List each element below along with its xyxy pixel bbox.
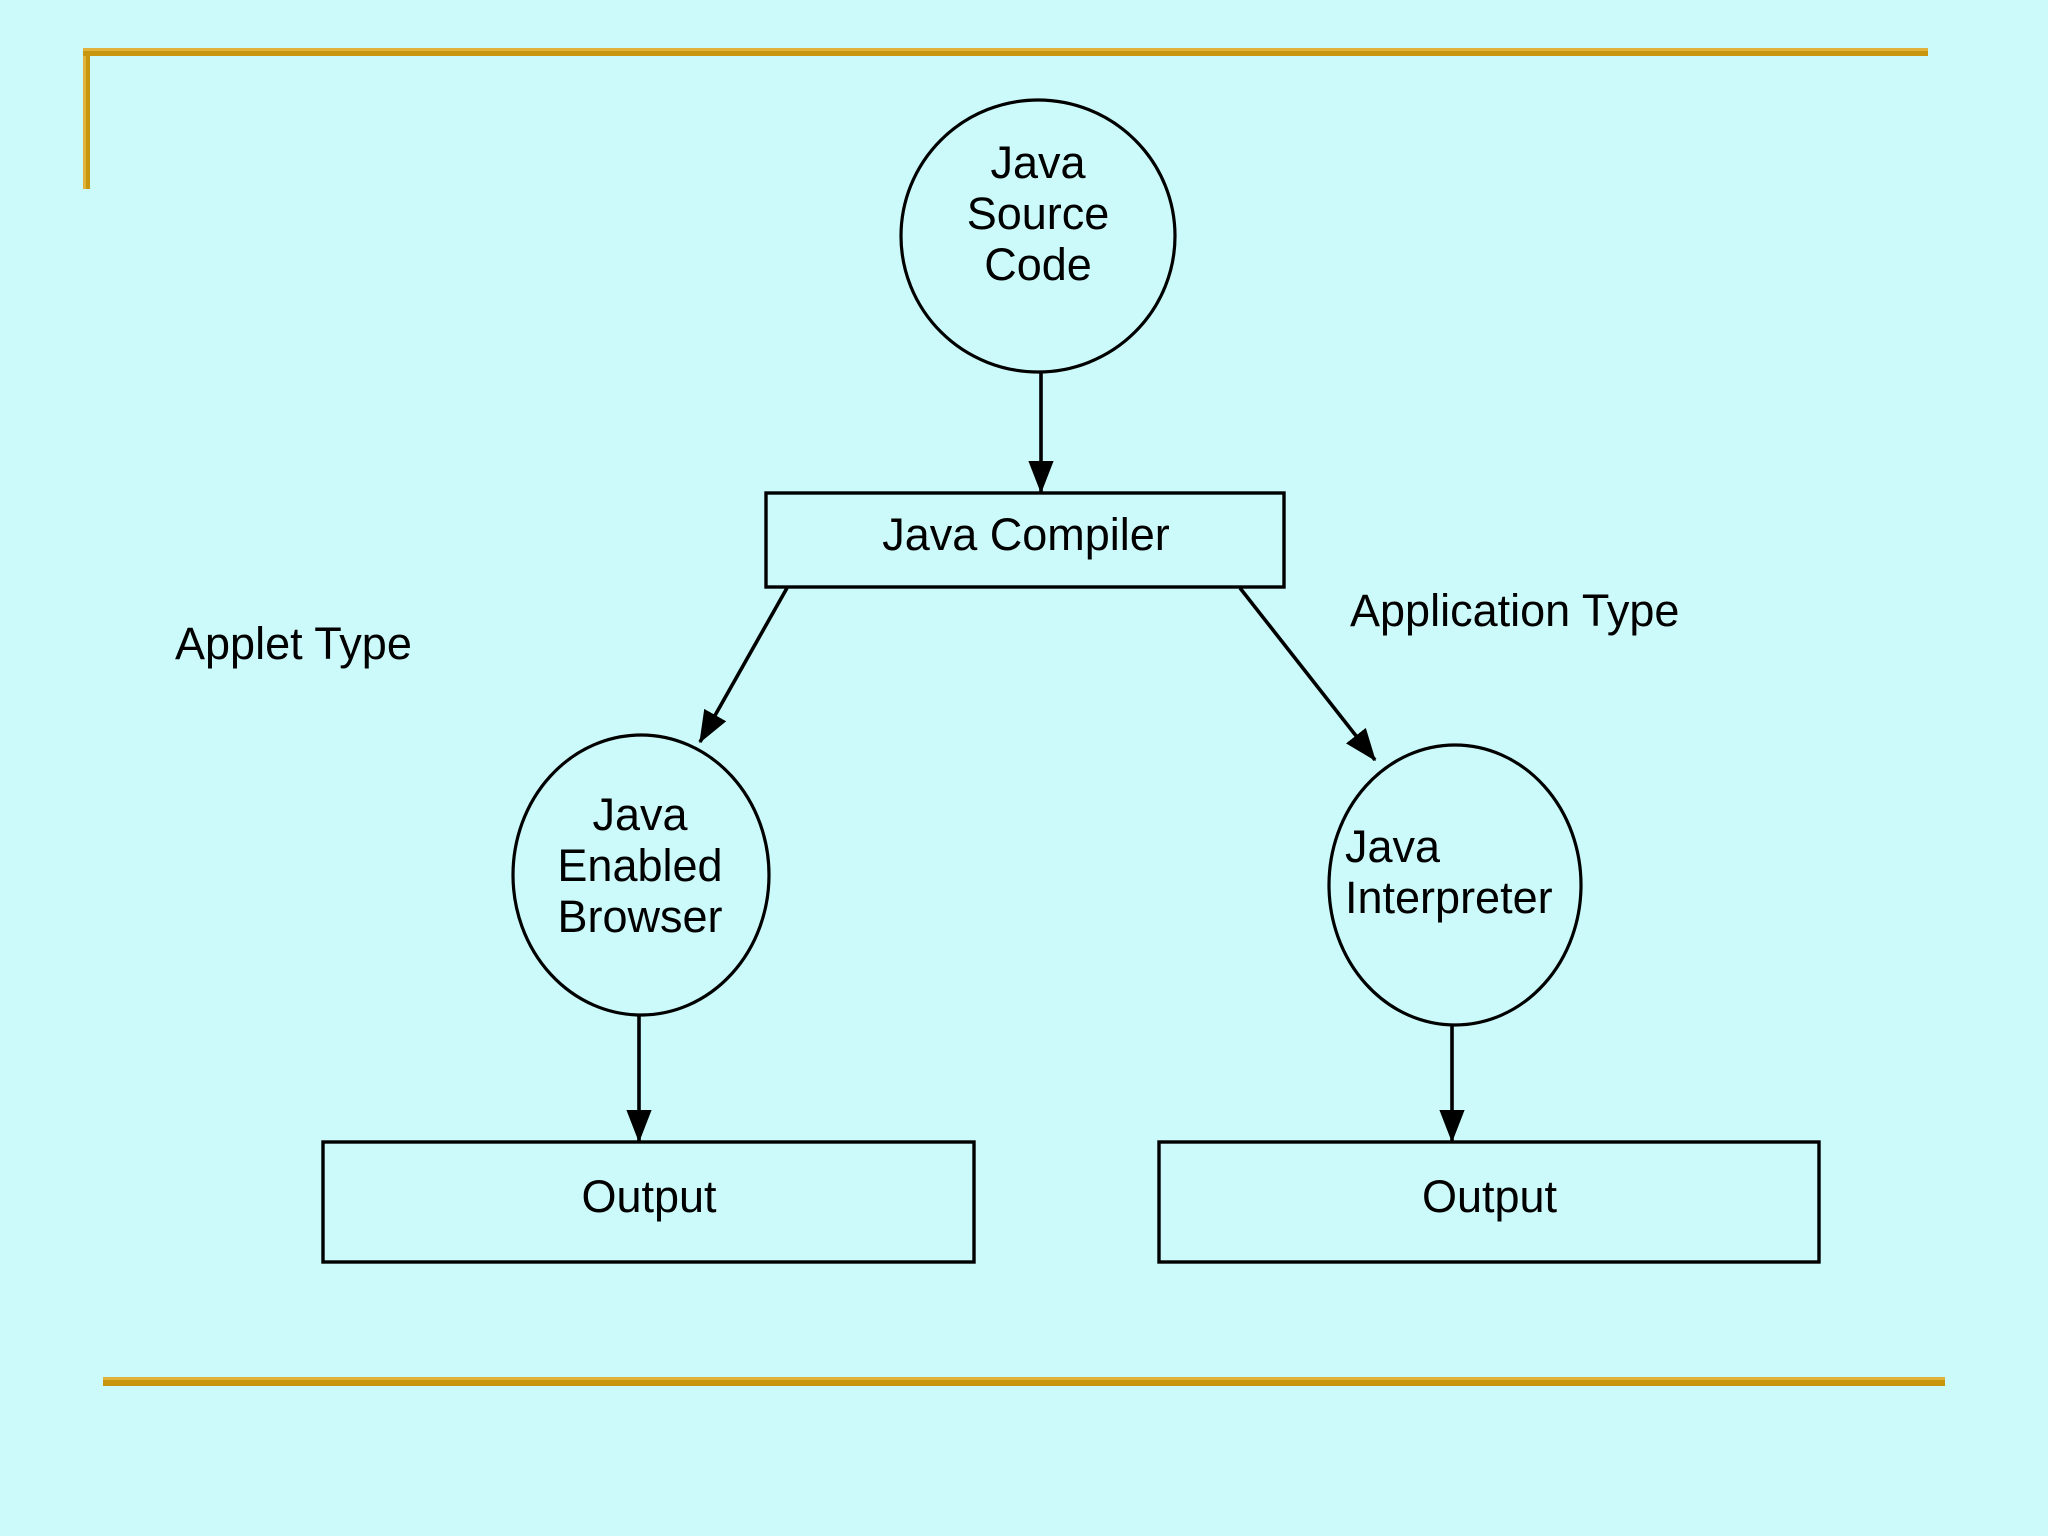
top-left-bracket-vertical-rule xyxy=(83,48,90,189)
node-java-enabled-browser-shape[interactable] xyxy=(511,733,771,1017)
node-java-compiler-shape[interactable] xyxy=(764,491,1286,589)
top-left-bracket-vertical-highlight xyxy=(83,48,86,189)
edge-compiler-to-interpreter xyxy=(1238,586,1377,762)
edge-compiler-to-browser xyxy=(698,587,789,744)
caption-application-type: Application Type xyxy=(1350,585,1680,636)
bottom-horizontal-rule xyxy=(103,1377,1945,1386)
decorative-rules xyxy=(83,48,1945,1386)
caption-applet-type: Applet Type xyxy=(175,618,412,669)
node-java-interpreter-shape[interactable] xyxy=(1327,743,1583,1027)
node-output-applet-shape[interactable] xyxy=(321,1140,976,1264)
node-java-source-code-shape[interactable] xyxy=(899,98,1177,374)
node-output-application-shape[interactable] xyxy=(1157,1140,1821,1264)
bottom-horizontal-rule-highlight xyxy=(103,1377,1945,1380)
top-horizontal-rule xyxy=(83,48,1928,56)
top-horizontal-rule-highlight xyxy=(83,48,1928,51)
